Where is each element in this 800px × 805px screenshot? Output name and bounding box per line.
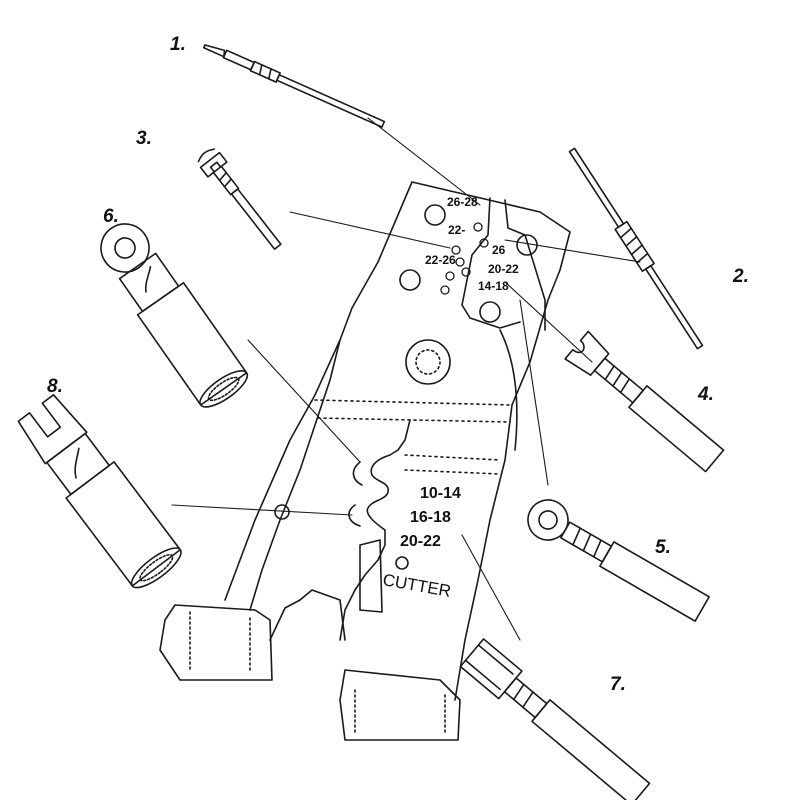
callout-7: 7. [610, 674, 626, 695]
die-cavities [440, 222, 489, 295]
jaw-hole [479, 301, 501, 323]
die-label-22-26: 22-26 [425, 253, 456, 267]
pivot-bolt-inner [415, 349, 441, 375]
terminal-insulated-ring [100, 223, 249, 408]
left-grip-dots [189, 611, 251, 673]
right-grip-dots [354, 689, 446, 736]
right-grip [339, 669, 461, 741]
cutter-size-20-22: 20-22 [400, 533, 441, 550]
crimping-tool [159, 181, 571, 741]
cutter-blade [359, 539, 383, 613]
callout-6: 6. [103, 206, 119, 227]
jaw-hole [424, 204, 446, 226]
callout-3: 3. [136, 128, 152, 149]
die-label-26-28: 26-28 [447, 195, 478, 209]
leader-6 [247, 339, 361, 463]
left-handle [249, 339, 341, 611]
cutter-size-10-14: 10-14 [420, 485, 461, 502]
cutter-size-16-18: 16-18 [410, 509, 451, 526]
callout-2: 2. [732, 266, 749, 287]
section-line [314, 399, 513, 475]
right-jaw-curve [499, 329, 518, 451]
leader-5 [519, 299, 549, 486]
cutter-rivet [395, 556, 409, 570]
terminal-ring [527, 499, 710, 622]
callout-numbers: 1. 2. 3. 4. 5. 6. 7. 8. [47, 34, 749, 695]
cutter-notches [339, 419, 411, 641]
crimp-head-outline [224, 181, 571, 601]
jaw-hole [399, 269, 421, 291]
terminal-butt-splice [568, 147, 704, 350]
leader-lines [171, 117, 641, 641]
pivot-bolt [405, 339, 451, 385]
leader-2 [504, 239, 641, 263]
leader-4 [504, 281, 593, 363]
leader-7 [461, 534, 521, 641]
right-handle [454, 404, 513, 701]
leader-1 [367, 117, 481, 206]
terminal-female-disconnect [459, 638, 651, 805]
die-labels: 26-28 22- 26 22-26 20-22 14-18 [425, 195, 519, 293]
cutter-notches-left [348, 461, 363, 527]
cutter-label: CUTTER [381, 570, 452, 601]
die-slot-left [461, 197, 521, 329]
terminal-pin [202, 44, 386, 128]
terminal-insulated-fork [564, 330, 725, 473]
die-label-20-22: 20-22 [488, 262, 519, 276]
callout-8: 8. [47, 376, 63, 397]
left-grip [159, 604, 273, 681]
callout-1: 1. [170, 34, 186, 55]
die-label-26: 26 [492, 243, 506, 257]
lower-jaw [269, 589, 346, 641]
cutter-sizes: 10-14 16-18 20-22 CUTTER [381, 485, 461, 601]
callout-4: 4. [697, 384, 714, 405]
callout-5: 5. [655, 537, 671, 558]
leader-8 [171, 504, 353, 516]
die-label-14-18: 14-18 [478, 279, 509, 293]
leader-3 [289, 211, 451, 249]
terminal-insulated-fork-large [17, 394, 182, 589]
terminal-small-spade [197, 148, 282, 250]
die-label-22: 22- [448, 223, 465, 237]
